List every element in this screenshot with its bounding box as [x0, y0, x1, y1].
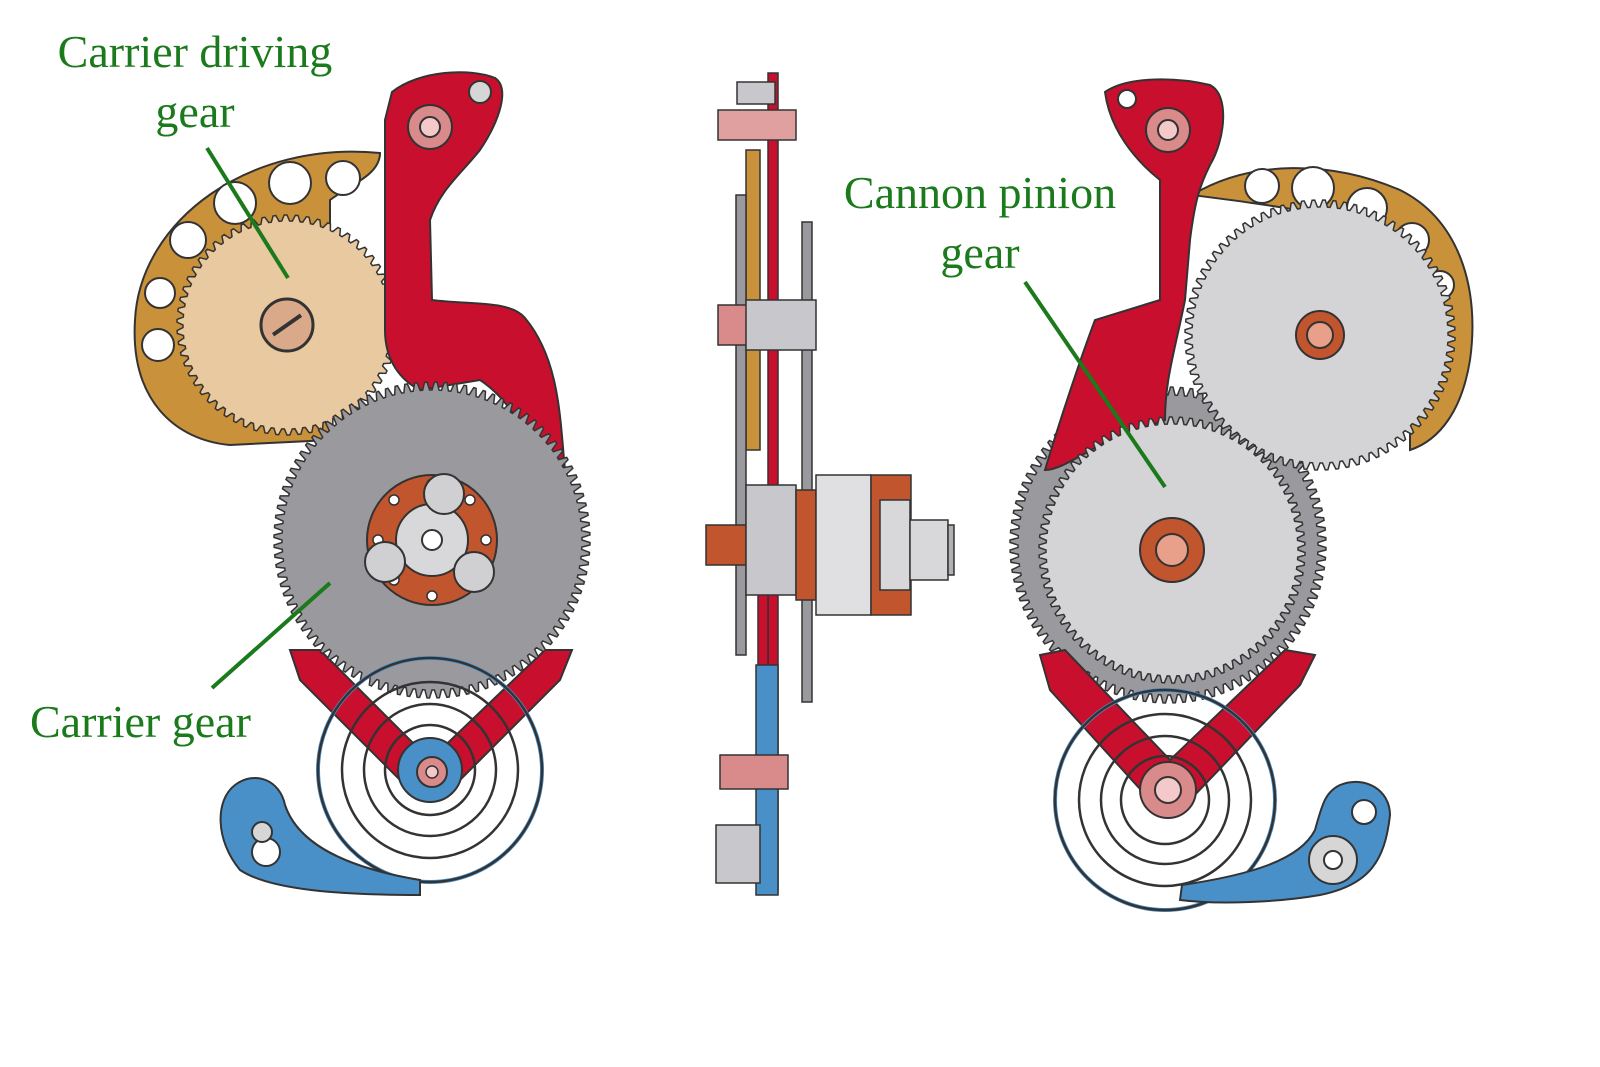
left-red-lever	[384, 71, 567, 471]
cannon-pinion-gear	[1038, 416, 1306, 684]
leader-cannon-pinion-gear	[1023, 280, 1167, 489]
side-gear-right	[801, 221, 813, 703]
side-gear-left	[735, 194, 747, 656]
leader-lines	[205, 146, 1167, 690]
carrier-driving-gear	[176, 214, 398, 436]
left-hairspring	[316, 656, 544, 884]
label-carrier-driving-gear: Carrier driving gear	[57, 26, 333, 137]
side-view-assembly	[705, 72, 955, 896]
right-assembly	[1009, 78, 1474, 912]
right-hairspring	[1053, 688, 1277, 912]
label-cannon-pinion-gear: Cannon pinion gear	[843, 167, 1117, 278]
label-carrier-gear: Carrier gear	[30, 696, 251, 747]
left-assembly	[133, 71, 591, 897]
leader-carrier-gear	[210, 581, 332, 690]
right-red-lever	[1043, 78, 1225, 472]
right-upper-gear	[1184, 199, 1456, 471]
leader-carrier-driving-gear	[205, 146, 290, 280]
carrier-gear	[273, 381, 591, 699]
